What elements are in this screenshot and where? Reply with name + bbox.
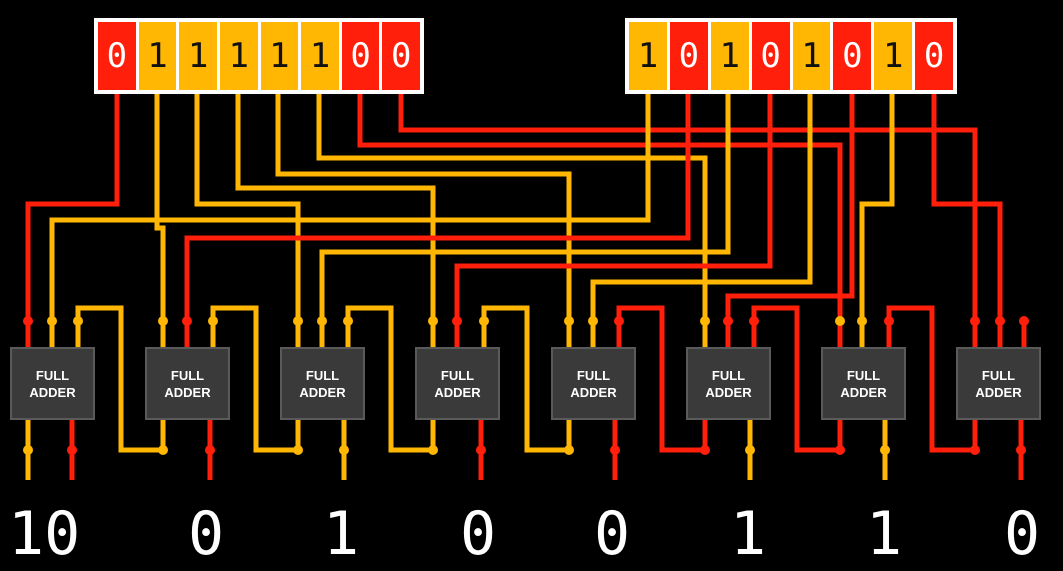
register-b-bit-6: 0	[669, 22, 708, 90]
input-pin-dot-14	[614, 316, 624, 326]
input-pin-dot-16	[723, 316, 733, 326]
output-digit-2: 1	[730, 499, 767, 569]
output-pin-dot-7	[476, 445, 486, 455]
output-pin-dot-5	[339, 445, 349, 455]
full-adder-2-label: FULL ADDER	[164, 367, 211, 400]
register-b-bit-1: 1	[874, 22, 913, 90]
wire-b1	[859, 94, 895, 347]
register-a-bit-1: 0	[341, 22, 380, 90]
output-digit-6: 0	[188, 499, 225, 569]
full-adder-1-label: FULL ADDER	[29, 367, 76, 400]
input-pin-dot-6	[293, 316, 303, 326]
input-pin-dot-5	[208, 316, 218, 326]
register-a-bit-2: 1	[301, 22, 339, 90]
wire-a5	[194, 94, 301, 347]
full-adder-7-label: FULL ADDER	[840, 367, 887, 400]
input-pin-dot-12	[564, 316, 574, 326]
wire-b6	[184, 94, 691, 347]
output-digit-5: 1	[323, 499, 360, 569]
full-adder-5: FULL ADDER	[551, 347, 636, 420]
register-a: 0 1 1 1 1 1 0 0	[94, 18, 424, 94]
input-pin-dot-4	[182, 316, 192, 326]
full-adder-8: FULL ADDER	[956, 347, 1041, 420]
wire-a6	[154, 94, 166, 347]
full-adder-4: FULL ADDER	[415, 347, 500, 420]
output-digit-0: 0	[1004, 499, 1041, 569]
full-adder-1: FULL ADDER	[10, 347, 95, 420]
register-b-bit-2: 0	[833, 22, 872, 90]
wire-b7	[49, 94, 651, 347]
output-pin-dot-11	[745, 445, 755, 455]
full-adder-6: FULL ADDER	[686, 347, 771, 420]
register-a-bit-6: 1	[138, 22, 177, 90]
output-pin-dot-9	[610, 445, 620, 455]
input-pin-dot-7	[317, 316, 327, 326]
output-digit-1: 1	[866, 499, 903, 569]
input-pin-dot-0	[23, 316, 33, 326]
wire-b0	[931, 94, 1003, 347]
output-pin-dot-2	[158, 445, 168, 455]
input-pin-dot-3	[158, 316, 168, 326]
wire-b3	[590, 94, 813, 347]
output-pin-dot-8	[564, 445, 574, 455]
register-a-bit-0: 0	[382, 22, 420, 90]
input-pin-dot-22	[995, 316, 1005, 326]
full-adder-8-label: FULL ADDER	[975, 367, 1022, 400]
output-digit-4: 0	[460, 499, 497, 569]
full-adder-4-label: FULL ADDER	[434, 367, 481, 400]
input-pin-dot-2	[73, 316, 83, 326]
register-a-bit-3: 1	[260, 22, 299, 90]
output-pin-dot-10	[700, 445, 710, 455]
wire-a4	[235, 94, 436, 347]
output-pin-dot-13	[880, 445, 890, 455]
input-pin-dot-21	[970, 316, 980, 326]
output-pin-dot-3	[205, 445, 215, 455]
input-pin-dot-10	[452, 316, 462, 326]
output-pin-dot-6	[428, 445, 438, 455]
output-digit-carry: 10	[8, 499, 81, 569]
input-pin-dot-23	[1019, 316, 1029, 326]
input-pin-dot-15	[700, 316, 710, 326]
wire-a7	[25, 94, 120, 347]
input-pin-dot-9	[428, 316, 438, 326]
full-adder-2: FULL ADDER	[145, 347, 230, 420]
register-b: 1 0 1 0 1 0 1 0	[625, 18, 957, 94]
wire-a3	[275, 94, 572, 347]
input-pin-dot-18	[835, 316, 845, 326]
output-pin-dot-4	[293, 445, 303, 455]
register-a-bit-7: 0	[98, 22, 136, 90]
full-adder-6-label: FULL ADDER	[705, 367, 752, 400]
register-b-bit-7: 1	[629, 22, 667, 90]
wire-b4	[454, 94, 773, 347]
wire-b5	[319, 94, 731, 347]
wire-a1	[357, 94, 843, 347]
full-adder-7: FULL ADDER	[821, 347, 906, 420]
input-pin-dot-17	[749, 316, 759, 326]
output-pin-dot-1	[67, 445, 77, 455]
register-b-bit-5: 1	[710, 22, 749, 90]
input-pin-dot-20	[884, 316, 894, 326]
input-pin-dot-1	[47, 316, 57, 326]
output-digit-3: 0	[594, 499, 631, 569]
input-pin-dot-8	[343, 316, 353, 326]
input-pin-dot-19	[857, 316, 867, 326]
full-adder-3-label: FULL ADDER	[299, 367, 346, 400]
full-adder-3: FULL ADDER	[280, 347, 365, 420]
full-adder-5-label: FULL ADDER	[570, 367, 617, 400]
register-b-bit-0: 0	[915, 22, 953, 90]
register-a-bit-4: 1	[219, 22, 258, 90]
input-pin-dot-11	[479, 316, 489, 326]
input-pin-dot-13	[588, 316, 598, 326]
register-a-bit-5: 1	[179, 22, 217, 90]
output-pin-dot-14	[970, 445, 980, 455]
output-pin-dot-15	[1016, 445, 1026, 455]
output-pin-dot-12	[835, 445, 845, 455]
register-b-bit-4: 0	[751, 22, 790, 90]
register-b-bit-3: 1	[792, 22, 831, 90]
output-pin-dot-0	[23, 445, 33, 455]
